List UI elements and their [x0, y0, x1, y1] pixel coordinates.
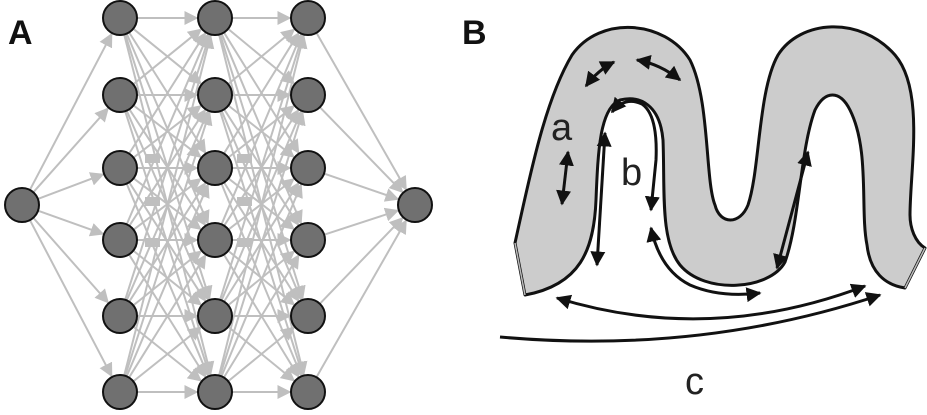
network-edge — [123, 34, 215, 376]
network-edge — [29, 219, 113, 378]
network-node — [397, 187, 433, 223]
network-node — [102, 150, 138, 186]
network-edge — [319, 216, 404, 305]
network-edge — [319, 106, 404, 194]
network-edge — [227, 326, 296, 383]
network-edge — [32, 217, 110, 304]
network-node — [197, 298, 233, 334]
network-node — [102, 0, 138, 36]
network-edge — [323, 207, 400, 236]
network-node — [197, 77, 233, 113]
network-node — [290, 0, 326, 36]
label-c: c — [685, 361, 704, 403]
network-edges — [29, 11, 407, 399]
curvature-arrows — [499, 54, 882, 343]
network-edge — [125, 33, 210, 225]
network-edge — [223, 32, 300, 155]
network-node — [102, 374, 138, 410]
network-nodes — [4, 0, 433, 410]
network-edge — [32, 107, 109, 193]
network-node — [197, 150, 233, 186]
folded-tissue — [513, 25, 927, 297]
label-b: b — [621, 152, 642, 194]
network-edge — [125, 183, 210, 377]
panel-b: B a b c — [462, 14, 927, 403]
curvature-labels: a b c — [551, 107, 704, 403]
network-edge — [323, 172, 400, 202]
network-edge — [124, 110, 213, 377]
network-node — [197, 0, 233, 36]
network-node — [102, 222, 138, 258]
network-edge — [132, 28, 203, 86]
network-node — [290, 150, 326, 186]
network-edge — [37, 172, 105, 200]
network-edge — [132, 326, 203, 383]
network-edge — [128, 254, 207, 379]
network-edge — [315, 32, 407, 191]
network-node — [102, 77, 138, 113]
network-node — [102, 298, 138, 334]
network-edge — [219, 33, 306, 301]
network-node — [290, 374, 326, 410]
panel-letter-b: B — [462, 14, 487, 52]
tissue-cut-left — [514, 242, 526, 296]
panel-letter-a: A — [8, 14, 33, 52]
network-edge — [128, 32, 207, 155]
label-a: a — [551, 107, 573, 149]
network-edge — [218, 34, 308, 376]
network-node — [4, 187, 40, 223]
network-edge — [29, 32, 113, 191]
network-node — [197, 222, 233, 258]
ellipsis-markers — [145, 154, 252, 247]
network-node — [290, 222, 326, 258]
network-node — [290, 77, 326, 113]
network-edge — [223, 254, 300, 379]
network-edge — [220, 33, 303, 225]
tissue-cut-right — [904, 247, 926, 289]
network-edge — [315, 219, 407, 378]
network-node — [290, 298, 326, 334]
network-edge — [220, 183, 303, 377]
network-edge — [219, 110, 306, 377]
panel-a: A — [4, 0, 433, 410]
network-edge — [37, 209, 105, 237]
network-node — [197, 374, 233, 410]
network-edge — [227, 28, 296, 85]
network-edge — [124, 33, 213, 301]
